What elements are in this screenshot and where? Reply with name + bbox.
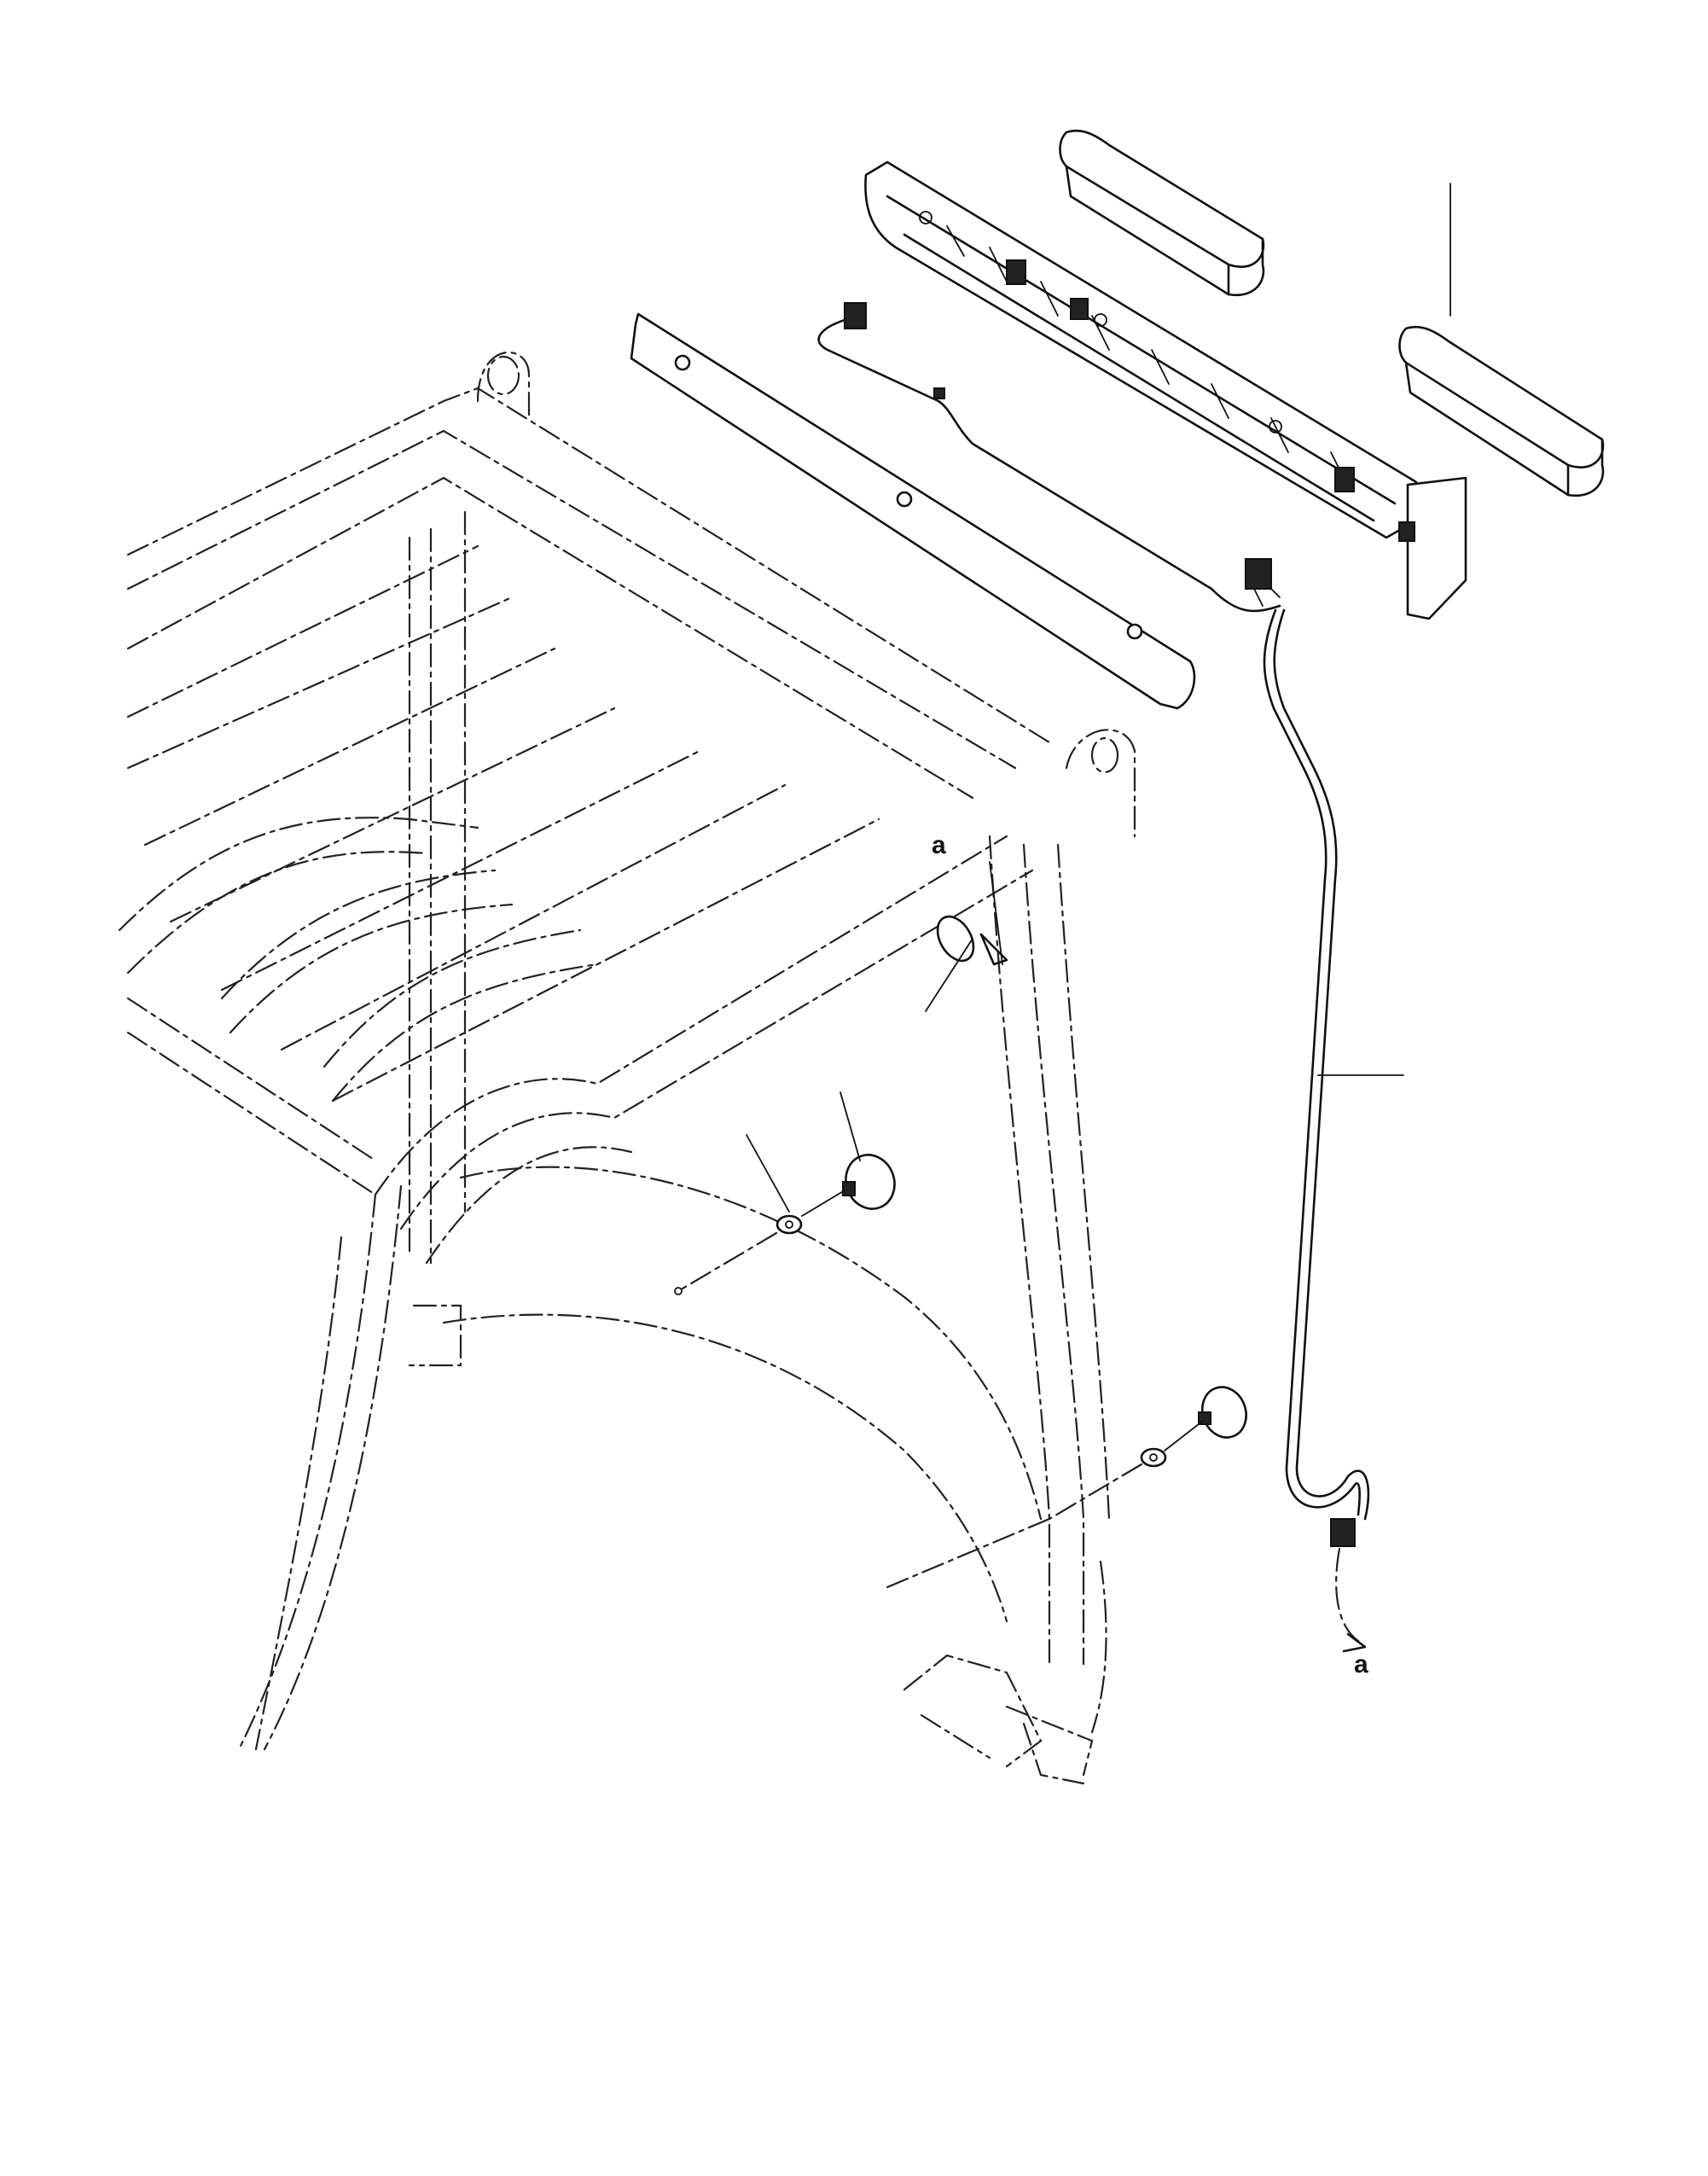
connector-icon bbox=[1245, 558, 1272, 590]
light-bar-housing bbox=[864, 160, 1467, 620]
lamp-upper bbox=[674, 1091, 896, 1295]
grommet bbox=[925, 861, 1008, 1012]
callout-a-bottom: a bbox=[1354, 1650, 1368, 1679]
connector-icon bbox=[1330, 1518, 1356, 1547]
wire-harness bbox=[817, 302, 1370, 1653]
callout-a-top: a bbox=[932, 831, 946, 859]
lens-lower bbox=[1398, 325, 1605, 497]
lamp-lower bbox=[1048, 1386, 1247, 1521]
mounting-plate bbox=[630, 312, 1196, 710]
cab-frame-outline bbox=[118, 351, 1136, 1785]
connector-icon bbox=[844, 302, 867, 329]
lens-upper bbox=[1059, 129, 1265, 297]
